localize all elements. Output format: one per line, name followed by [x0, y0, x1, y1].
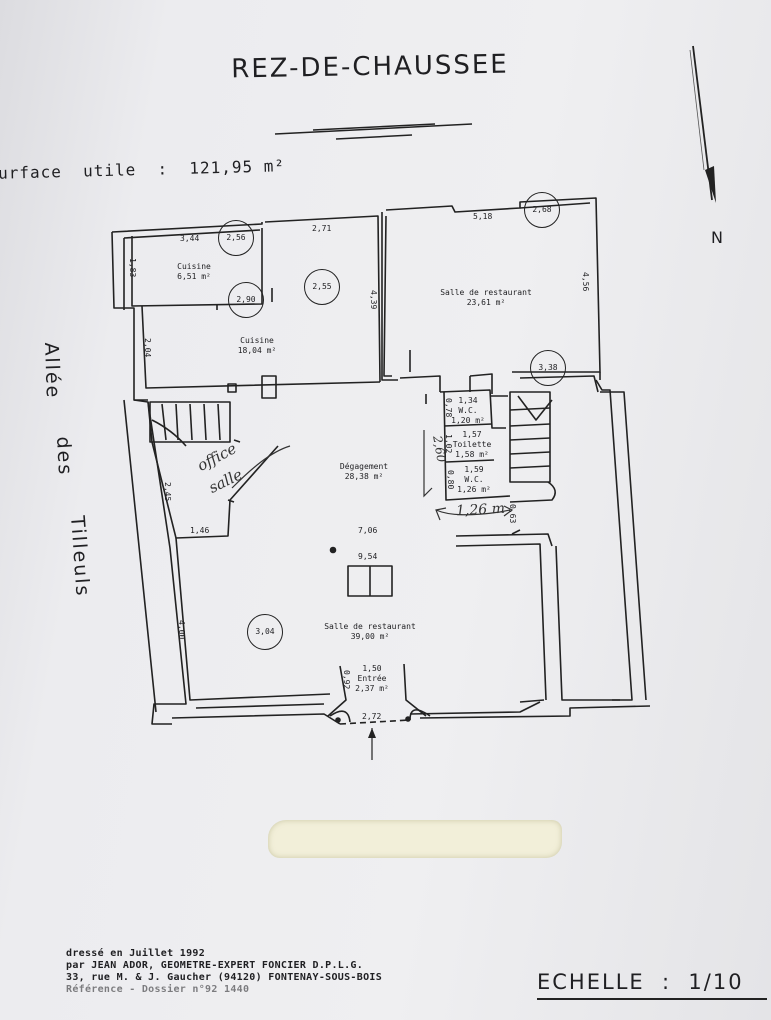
height-marker-255: 2,55: [304, 269, 340, 305]
handwritten-width-126: 1,26 m: [455, 500, 506, 520]
correction-fluid-patch: [268, 820, 562, 858]
dimension-518: 5,18: [473, 212, 493, 221]
dimension-271: 2,71: [312, 224, 332, 233]
dimension-092: 0,92: [342, 670, 351, 690]
dimension-272: 2,72: [362, 712, 382, 721]
dimension-706: 7,06: [358, 526, 378, 535]
footer-date: dressé en Juillet 1992: [66, 948, 206, 959]
dimension-954: 9,54: [358, 552, 378, 561]
height-marker-268: 2,68: [524, 192, 560, 228]
dimension-439: 4,39: [369, 290, 378, 310]
dimension-078: 0,78: [444, 398, 453, 418]
footer-author: par JEAN ADOR, GEOMETRE-EXPERT FONCIER D…: [66, 960, 364, 971]
height-marker-338: 3,38: [530, 350, 566, 386]
height-marker-304: 3,04: [247, 614, 283, 650]
footer-reference: Référence - Dossier n°92 1440: [66, 984, 250, 995]
dimension-400: 4,00: [177, 620, 186, 640]
dimension-344: 3,44: [180, 234, 200, 243]
dimension-183: 1,83: [128, 258, 137, 278]
dimension-456: 4,56: [581, 272, 590, 292]
dimension-146: 1,46: [190, 526, 210, 535]
height-marker-290: 2,90: [228, 282, 264, 318]
dimension-080: 0,80: [446, 470, 455, 490]
north-label: N: [711, 228, 723, 247]
author-block: dressé en Juillet 1992 par JEAN ADOR, GE…: [66, 948, 382, 996]
dimension-245: 2,45: [163, 482, 172, 502]
dimension-063: 0,63: [508, 504, 517, 524]
scale-underline: [537, 998, 767, 1000]
footer-address: 33, rue M. & J. Gaucher (94120) FONTENAY…: [66, 972, 383, 983]
height-marker-256: 2,56: [218, 220, 254, 256]
scale-label: ECHELLE : 1/10: [537, 970, 744, 994]
dimension-204: 2,04: [143, 338, 152, 358]
